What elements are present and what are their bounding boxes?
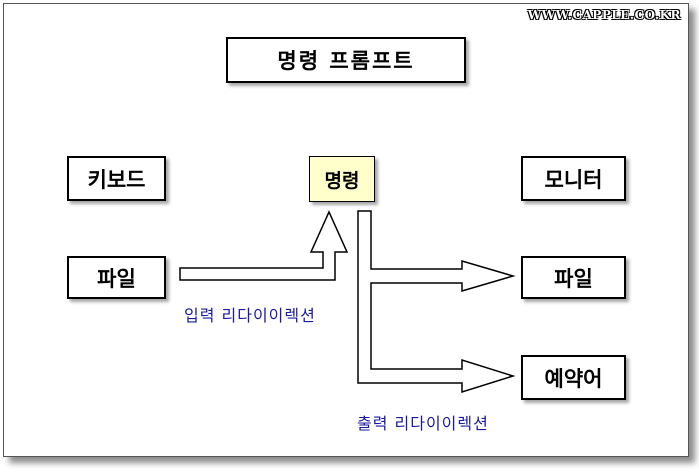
- input-redirection-arrow: [179, 210, 349, 281]
- output-redirection-arrow: [357, 210, 516, 394]
- watermark: WWW.CAPPLE.CO.KR: [527, 8, 681, 22]
- diagram-title: 명령 프롬프트: [226, 37, 466, 83]
- input-file-node: 파일: [67, 256, 166, 299]
- monitor-node: 모니터: [521, 156, 626, 201]
- keyboard-node: 키보드: [67, 156, 166, 201]
- output-file-node: 파일: [521, 256, 626, 299]
- input-redirection-label: 입력 리다이이렉션: [184, 306, 316, 325]
- command-node: 명령: [309, 156, 375, 202]
- output-redirection-label: 출력 리다이이렉션: [357, 414, 489, 433]
- printer-node: 예약어: [521, 355, 626, 400]
